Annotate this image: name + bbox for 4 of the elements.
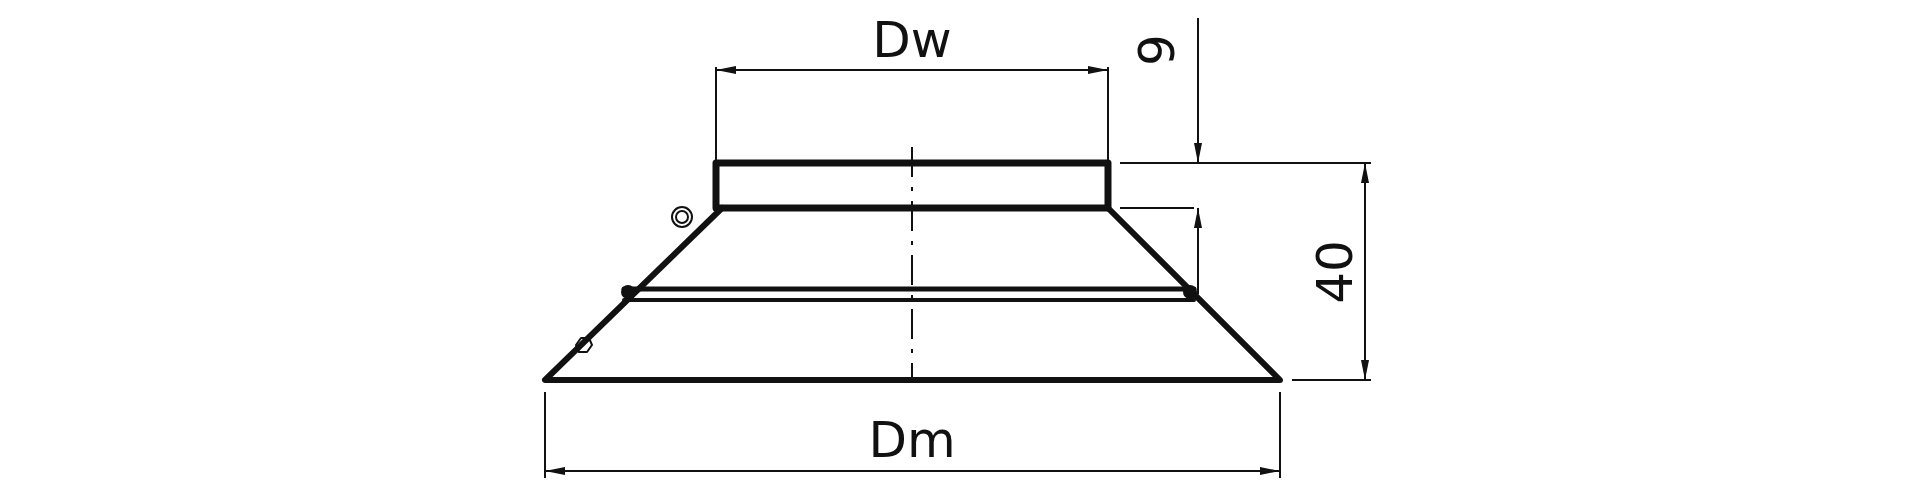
dimension-label: Dw <box>872 15 952 65</box>
dimension-label: Dm <box>868 415 956 465</box>
dimension-label: 40 <box>1310 240 1360 304</box>
dimension-label: 9 <box>1132 34 1182 66</box>
